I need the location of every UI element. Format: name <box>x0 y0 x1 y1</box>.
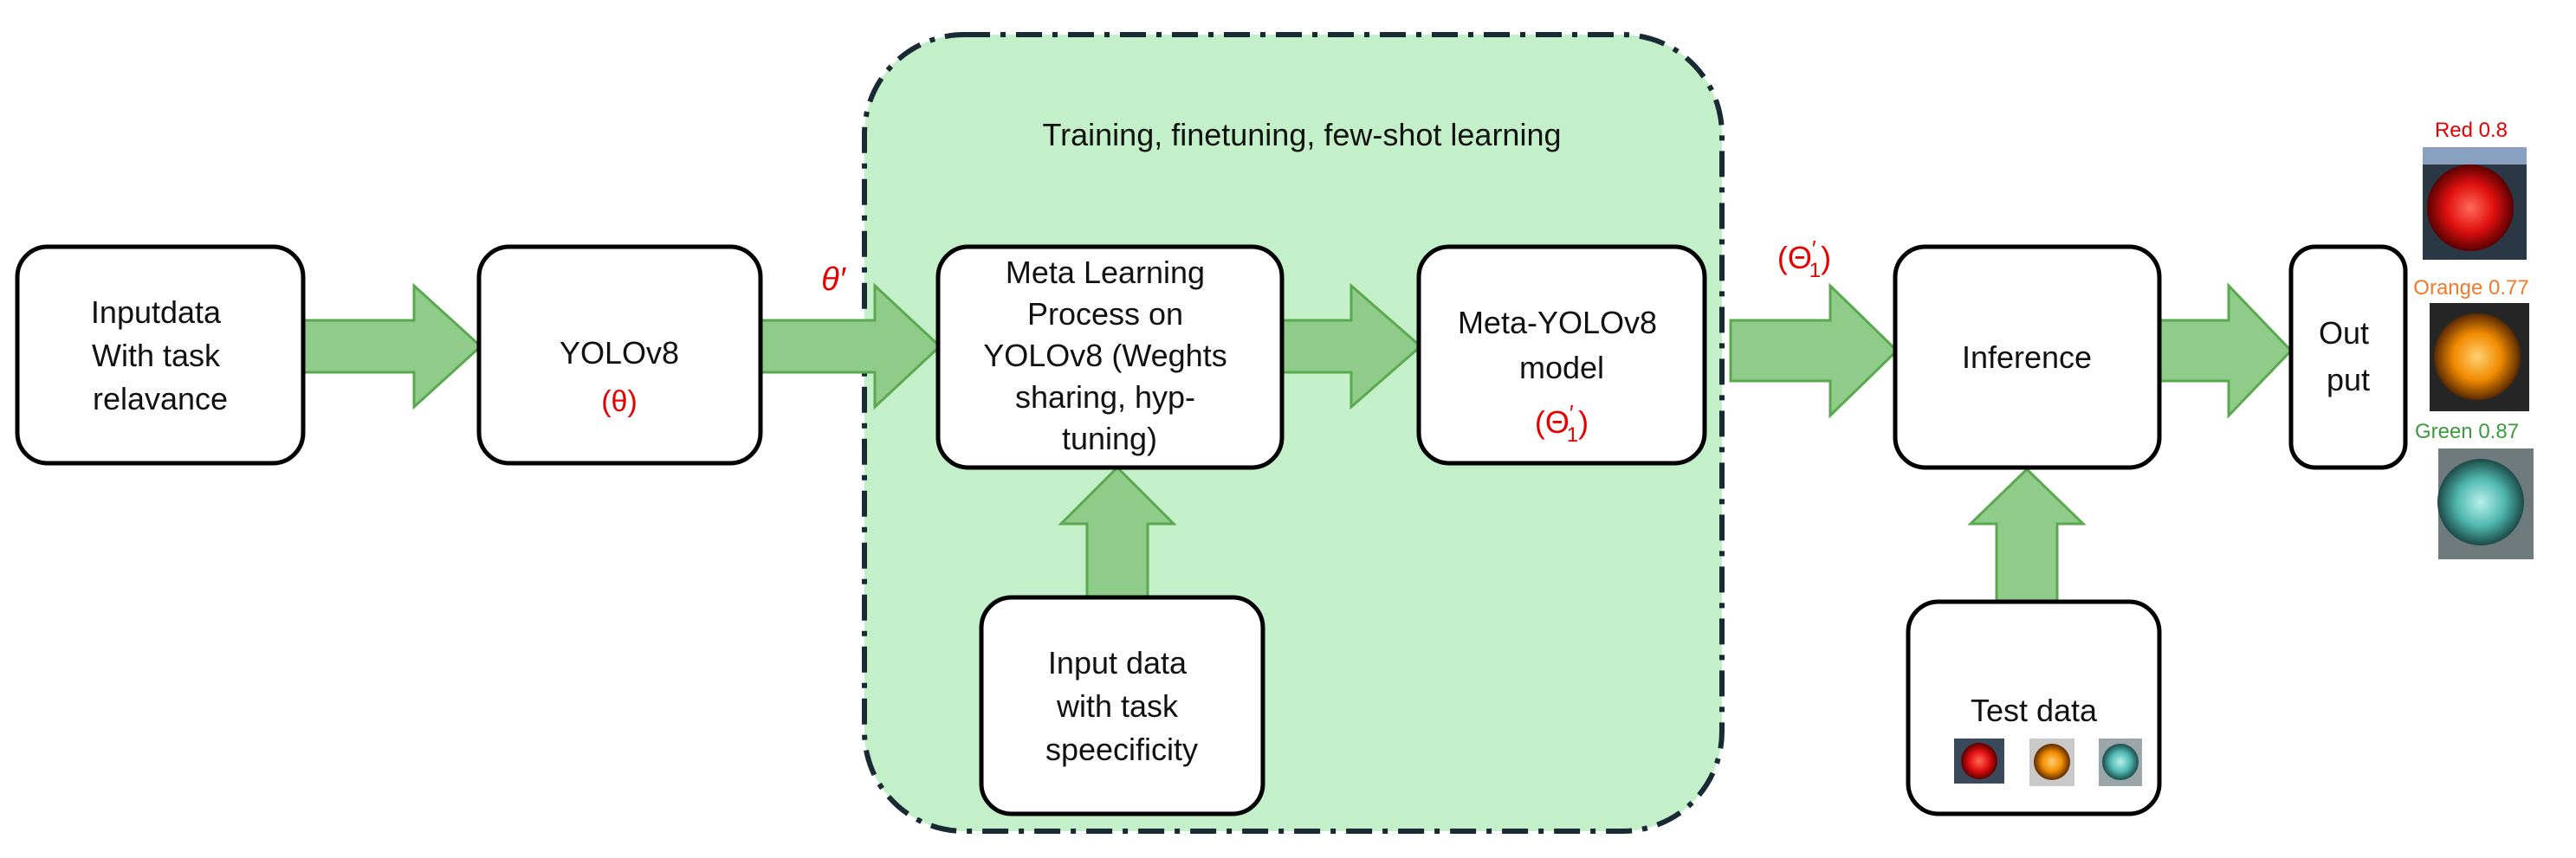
test-traffic-light-orange <box>2029 739 2074 786</box>
meta-line-3: YOLOv8 (Weghts <box>983 338 1227 373</box>
arrow-input-to-yolo <box>301 282 483 410</box>
task-line-2: with task <box>1056 688 1179 724</box>
detection-image-orange <box>2430 303 2529 411</box>
task-line-3: speecificity <box>1045 732 1198 767</box>
task-line-1: Input data <box>1048 645 1188 681</box>
detection-label-green: Green 0.87 <box>2415 420 2519 443</box>
arrow-inference-to-output <box>2158 282 2294 419</box>
meta-learning-label: Meta Learning Process on YOLOv8 (Weghts … <box>983 255 1235 456</box>
arrow-yolo-to-meta <box>759 282 942 410</box>
input-line-3: relavance <box>93 381 228 416</box>
meta-learning-box <box>935 244 1285 470</box>
test-data-label: Test data <box>1971 693 2098 728</box>
meta-line-1: Meta Learning <box>1006 255 1205 290</box>
test-traffic-light-green <box>2099 739 2142 786</box>
detection-label-orange: Orange 0.77 <box>2413 276 2528 300</box>
yolov8-label: YOLOv8 <box>560 335 679 371</box>
theta1-prime-label: (Θ′1) <box>1777 235 1831 282</box>
detection-image-green <box>2437 448 2534 559</box>
yolov8-box <box>476 244 763 466</box>
meta-yolo-model-box <box>1416 244 1707 466</box>
task-data-label: Input data with task speecificity <box>1045 645 1198 767</box>
arrow-model-to-inference <box>1729 282 1900 419</box>
detection-label-red: Red 0.8 <box>2435 119 2508 142</box>
arrow-meta-to-model <box>1280 282 1423 410</box>
arrow-taskdata-to-meta <box>1058 465 1177 599</box>
training-region-label: Training, finetuning, few-shot learning <box>1042 117 1561 152</box>
inference-box <box>1893 244 2162 470</box>
meta-yolo-model-label: Meta-YOLOv8 model <box>1458 305 1666 385</box>
input-data-label: Inputdata With task relavance <box>91 294 230 416</box>
test-traffic-light-red <box>1954 739 2004 784</box>
output-line-1: Out <box>2319 315 2369 351</box>
theta-prime-label: θ′ <box>821 261 847 298</box>
detection-image-red <box>2423 147 2527 260</box>
output-line-2: put <box>2327 362 2370 397</box>
meta-yolo-model-param: (Θ′1) <box>1535 400 1589 447</box>
arrow-test-to-inference <box>1967 467 2087 603</box>
meta-line-2: Process on <box>1027 296 1183 332</box>
task-data-box <box>979 595 1265 816</box>
input-line-2: With task <box>92 338 221 373</box>
inference-label: Inference <box>1962 339 2092 375</box>
output-box <box>2288 244 2408 470</box>
input-line-1: Inputdata <box>91 294 222 330</box>
model-line-2: model <box>1519 350 1604 385</box>
input-data-box <box>15 244 306 466</box>
model-line-1: Meta-YOLOv8 <box>1458 305 1657 340</box>
meta-line-5: tuning) <box>1062 421 1157 456</box>
output-label: Out put <box>2319 315 2378 397</box>
yolov8-param: (θ) <box>601 385 638 418</box>
meta-line-4: sharing, hyp- <box>1015 379 1195 415</box>
